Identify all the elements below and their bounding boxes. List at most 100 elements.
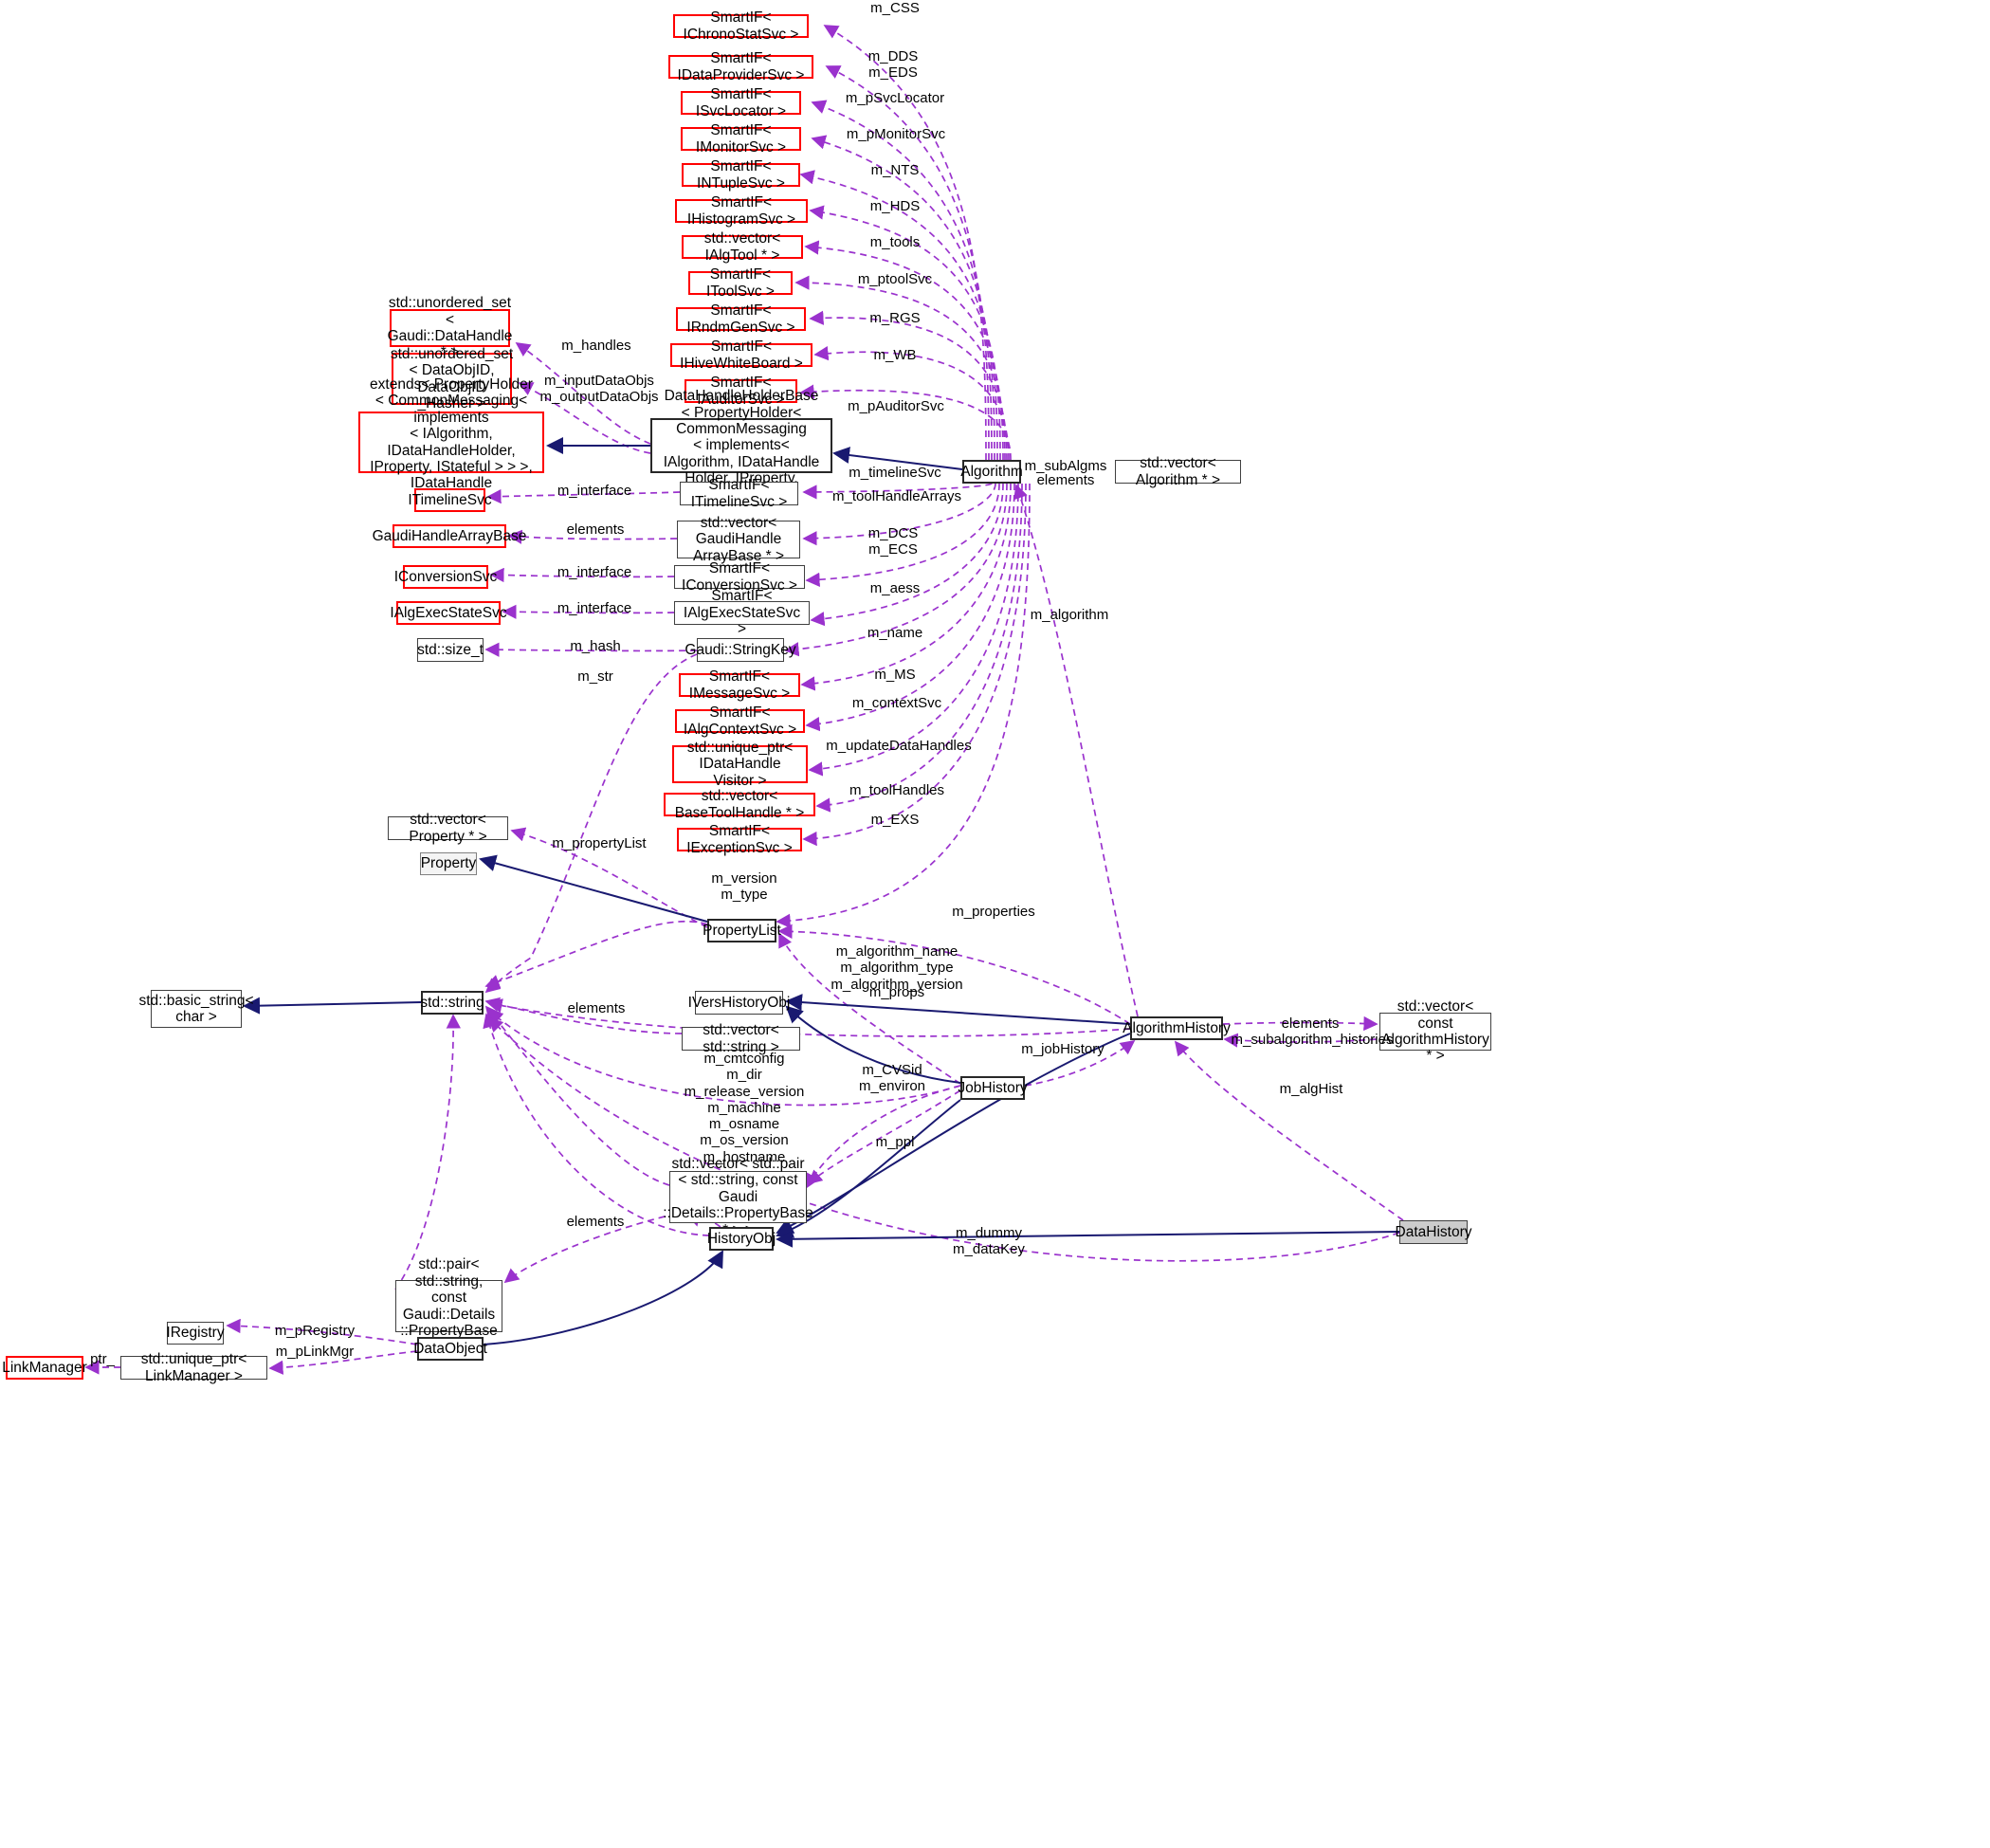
- node-smartif-iexceptionsvc[interactable]: SmartIF< IExceptionSvc >: [677, 823, 802, 856]
- node-unordered-set-datahandle[interactable]: std::unordered_set < Gaudi::DataHandle *…: [388, 295, 513, 360]
- edge-label-elements-string: elements: [567, 1000, 626, 1016]
- edge-label-m-cvsid-environ: m_CVSid m_environ: [858, 1062, 926, 1095]
- node-extends-propertyholder[interactable]: extends< PropertyHolder < CommonMessagin…: [358, 376, 544, 508]
- edge-label-m-pmonitorsvc: m_pMonitorSvc: [846, 126, 946, 142]
- node-smartif-iauditorsvc[interactable]: SmartIF< IAuditorSvc >: [685, 375, 797, 408]
- edge-label-m-exs: m_EXS: [870, 812, 920, 828]
- node-smartif-ialgexecstatesvc[interactable]: SmartIF< IAlgExecStateSvc >: [674, 588, 810, 637]
- node-pair-string-propertybase[interactable]: std::pair< std::string, const Gaudi::Det…: [395, 1256, 502, 1355]
- edge-label-m-cmtconfig-group: m_cmtconfig m_dir m_release_version m_ma…: [684, 1051, 805, 1165]
- node-smartif-iconversionsvc[interactable]: SmartIF< IConversionSvc >: [674, 560, 805, 594]
- edge-label-m-props: m_props: [868, 984, 925, 1000]
- edge-label-m-ptoolsvc: m_ptoolSvc: [857, 271, 933, 287]
- node-size-t[interactable]: std::size_t: [417, 638, 484, 662]
- edge-label-m-handles: m_handles: [561, 338, 631, 354]
- node-datahistory[interactable]: DataHistory: [1396, 1220, 1471, 1244]
- edge-label-m-name: m_name: [867, 625, 923, 641]
- node-ialgexecstatesvc[interactable]: IAlgExecStateSvc: [390, 601, 507, 625]
- node-itimelinesvc[interactable]: ITimelineSvc: [408, 488, 492, 512]
- node-smartif-itimelinesvc[interactable]: SmartIF< ITimelineSvc >: [680, 477, 798, 510]
- edge-label-m-contextsvc: m_contextSvc: [851, 695, 942, 711]
- node-smartif-ichronostatsvc[interactable]: SmartIF< IChronoStatSvc >: [673, 9, 809, 43]
- edge-label-m-ms: m_MS: [874, 667, 916, 683]
- edge-label-m-psvclocator: m_pSvcLocator: [845, 90, 945, 106]
- edge-label-m-hash: m_hash: [570, 638, 621, 654]
- edge-label-m-css: m_CSS: [870, 0, 920, 16]
- node-vector-const-algorithmhistory[interactable]: std::vector< const AlgorithmHistory * >: [1379, 998, 1491, 1064]
- edge-label-m-wb: m_WB: [873, 347, 917, 363]
- edge-label-m-input-output-dataobjs: m_inputDataObjs m_outputDataObjs: [539, 373, 659, 406]
- node-propertylist[interactable]: PropertyList: [703, 919, 781, 942]
- node-smartif-intuplesvc[interactable]: SmartIF< INTupleSvc >: [682, 158, 800, 192]
- node-smartif-ihistogramsvc[interactable]: SmartIF< IHistogramSvc >: [675, 194, 808, 228]
- node-iconversionsvc[interactable]: IConversionSvc: [394, 565, 497, 589]
- edge-label-m-toolhandles: m_toolHandles: [849, 782, 945, 798]
- node-smartif-imessagesvc[interactable]: SmartIF< IMessageSvc >: [679, 668, 800, 702]
- node-algorithmhistory[interactable]: AlgorithmHistory: [1123, 1016, 1231, 1040]
- edge-label-m-tools: m_tools: [869, 234, 921, 250]
- node-smartif-ialgcontextsvc[interactable]: SmartIF< IAlgContextSvc >: [675, 704, 805, 738]
- node-linkmanager[interactable]: LinkManager: [2, 1356, 87, 1380]
- node-vector-property[interactable]: std::vector< Property * >: [388, 812, 508, 845]
- node-vector-pair-string-propertybase[interactable]: std::vector< std::pair < std::string, co…: [663, 1156, 813, 1237]
- edge-label-m-dds-eds: m_DDS m_EDS: [867, 48, 919, 82]
- edge-label-ptr: ptr_: [90, 1351, 115, 1367]
- edge-label-m-propertylist: m_propertyList: [552, 835, 647, 851]
- edge-label-m-interface-algexec: m_interface: [557, 600, 632, 616]
- node-iversionhistoryobj[interactable]: IVersHistoryObj: [688, 991, 790, 1015]
- node-algorithm[interactable]: Algorithm: [960, 460, 1023, 484]
- edge-label-m-aess: m_aess: [869, 580, 921, 596]
- node-smartif-itoolsvc[interactable]: SmartIF< IToolSvc >: [688, 266, 793, 300]
- node-property[interactable]: Property: [420, 852, 477, 875]
- edge-label-m-alghist: m_algHist: [1279, 1081, 1343, 1097]
- edge-label-m-str: m_str: [577, 668, 613, 685]
- node-basic-string-char[interactable]: std::basic_string< char >: [138, 990, 254, 1028]
- edge-label-m-ppl: m_ppl: [875, 1134, 915, 1150]
- edge-label-m-timelinesvc: m_timelineSvc: [849, 465, 941, 481]
- node-smartif-irndmgensvc[interactable]: SmartIF< IRndmGenSvc >: [676, 302, 806, 336]
- edge-label-m-algorithm: m_algorithm: [1030, 607, 1109, 623]
- node-smartif-isvclocator[interactable]: SmartIF< ISvcLocator >: [681, 86, 801, 119]
- edge-label-m-dummy-datakey: m_dummy m_dataKey: [953, 1225, 1025, 1258]
- node-vector-basetoolhandle[interactable]: std::vector< BaseToolHandle * >: [664, 788, 815, 821]
- edge-label-m-jobhistory: m_jobHistory: [1021, 1041, 1105, 1057]
- node-smartif-ihivewhiteboard[interactable]: SmartIF< IHiveWhiteBoard >: [670, 338, 812, 372]
- edge-label-m-pregistry: m_pRegistry: [274, 1323, 356, 1339]
- edge-label-m-updatedatahandles: m_updateDataHandles: [826, 738, 972, 754]
- node-smartif-idataprovidersvc[interactable]: SmartIF< IDataProviderSvc >: [668, 50, 813, 83]
- node-unique-ptr-linkmanager[interactable]: std::unique_ptr< LinkManager >: [120, 1351, 267, 1384]
- node-gaudi-stringkey[interactable]: Gaudi::StringKey: [685, 638, 796, 662]
- edge-label-elements-alghistory: elements: [1281, 1015, 1340, 1032]
- node-jobhistory[interactable]: JobHistory: [958, 1076, 1028, 1100]
- edge-label-m-pauditorsvc: m_pAuditorSvc: [848, 398, 944, 414]
- edge-label-m-plinkmgr: m_pLinkMgr: [275, 1344, 355, 1360]
- edge-label-m-rgs: m_RGS: [869, 310, 921, 326]
- edge-label-m-interface-conversion: m_interface: [557, 564, 632, 580]
- edge-label-m-properties: m_properties: [952, 904, 1035, 920]
- node-unique-ptr-idatahandlevisitor[interactable]: std::unique_ptr< IDataHandle Visitor >: [672, 740, 808, 789]
- node-iregistry[interactable]: IRegistry: [166, 1322, 225, 1345]
- edge-label-elements-algorithm: elements: [1036, 472, 1095, 488]
- node-smartif-imonitorsvc[interactable]: SmartIF< IMonitorSvc >: [681, 122, 801, 156]
- edge-label-m-dcs-ecs: m_DCS m_ECS: [867, 525, 919, 558]
- node-dataobject[interactable]: DataObject: [413, 1337, 487, 1361]
- node-std-string[interactable]: std::string: [420, 991, 484, 1015]
- edge-label-m-hds: m_HDS: [869, 198, 921, 214]
- node-datahandleholderbase[interactable]: DataHandleHolderBase < PropertyHolder< C…: [650, 388, 832, 503]
- node-vector-algorithm[interactable]: std::vector< Algorithm * >: [1115, 455, 1241, 488]
- edge-label-elements-pair: elements: [566, 1214, 625, 1230]
- edge-label-m-subalgorithm-histories: m_subalgorithm_histories: [1231, 1032, 1394, 1048]
- edge-label-m-version-type: m_version m_type: [711, 870, 777, 904]
- node-vector-gaudihandlearraybase[interactable]: std::vector< GaudiHandle ArrayBase * >: [677, 515, 800, 564]
- node-gaudihandlearraybase[interactable]: GaudiHandleArrayBase: [373, 524, 526, 548]
- node-vector-string[interactable]: std::vector< std::string >: [682, 1022, 800, 1055]
- edge-label-m-subalgms: m_subAlgms: [1024, 458, 1107, 474]
- node-vector-ialgtool[interactable]: std::vector< IAlgTool * >: [682, 230, 803, 264]
- node-unordered-set-dataobjid[interactable]: std::unordered_set < DataObjID, DataObjI…: [390, 345, 514, 412]
- edge-label-m-interface-timeline: m_interface: [557, 483, 632, 499]
- edge-label-elements-ghab: elements: [566, 521, 625, 538]
- edge-label-m-nts: m_NTS: [870, 162, 920, 178]
- node-historyobj[interactable]: HistoryObj: [707, 1227, 776, 1251]
